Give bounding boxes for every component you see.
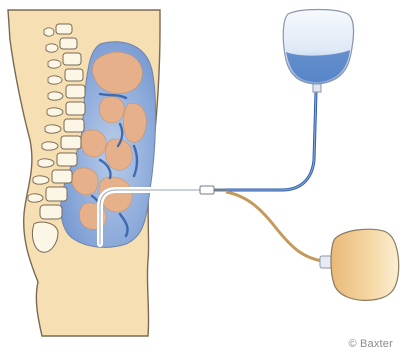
copyright-credit: © Baxter (348, 338, 393, 350)
catheter-connector (200, 186, 214, 194)
drain-bag (320, 229, 399, 300)
solution-bag (283, 10, 353, 93)
outflow-tube (226, 192, 330, 262)
inflow-tube (226, 92, 316, 190)
